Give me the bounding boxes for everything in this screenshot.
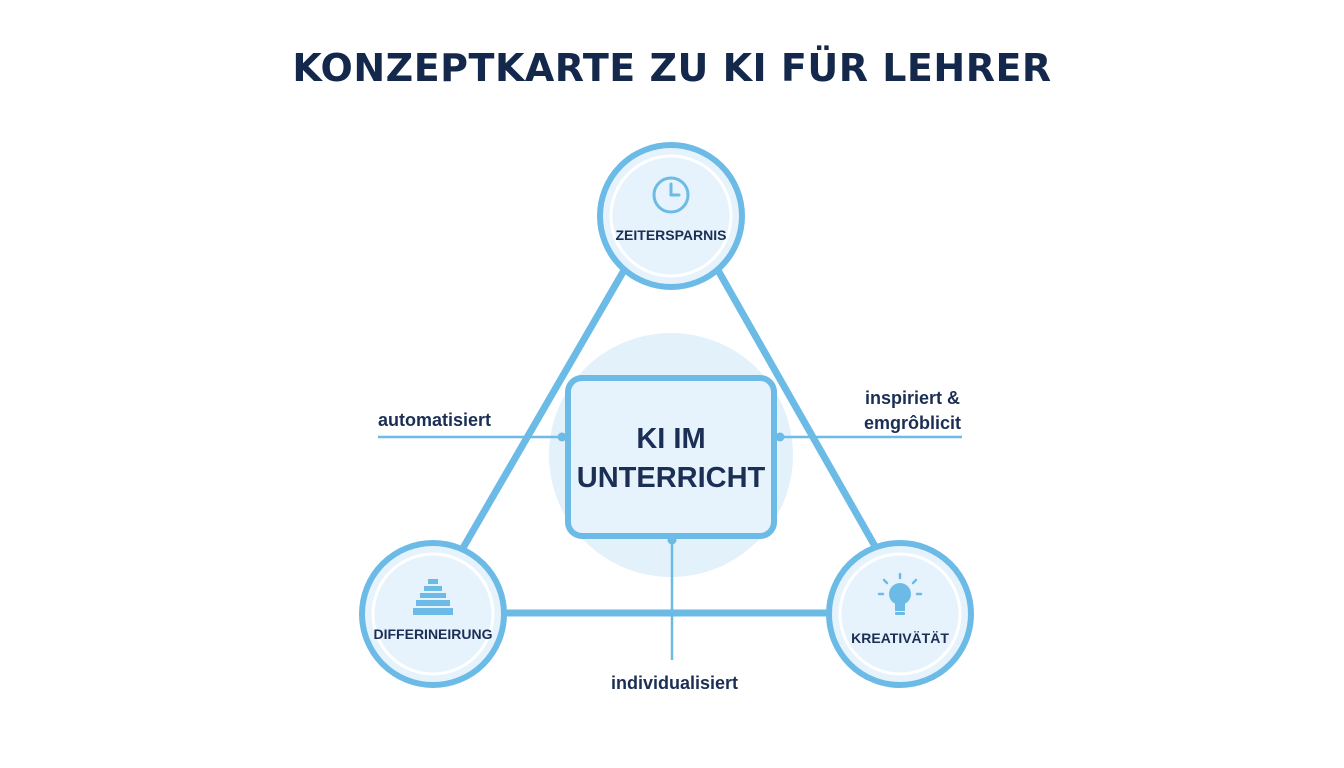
pyramid-icon xyxy=(413,579,453,615)
edge-label-inspiriert-line1: inspiriert & xyxy=(864,388,960,408)
page-title: KONZEPTKARTE ZU KI FÜR LEHRER xyxy=(292,46,1052,90)
center-label-line2: UNTERRICHT xyxy=(576,462,766,494)
clock-icon xyxy=(652,176,690,214)
connector-left-dot xyxy=(557,432,567,442)
center-label-line1: KI IM xyxy=(636,423,706,455)
node-differineirung xyxy=(359,540,507,688)
edge-top-to-left xyxy=(459,268,627,552)
edge-label-inspiriert-line2: emgrôblicit xyxy=(864,413,962,433)
connector-right-dot xyxy=(775,432,785,442)
node-label-kreativaetaet: KREATIVÄTÄT xyxy=(851,630,949,646)
node-label-zeitersparnis: ZEITERSPARNIS xyxy=(615,227,727,243)
edge-top-to-right xyxy=(715,268,880,552)
node-kreativaetaet xyxy=(826,540,974,688)
center-label: KI IM UNTERRICHT xyxy=(570,420,772,498)
edge-label-automatisiert: automatisiert xyxy=(378,410,492,430)
center-box xyxy=(565,375,777,539)
lightbulb-icon xyxy=(877,572,923,615)
node-zeitersparnis xyxy=(597,142,745,290)
node-label-differineirung: DIFFERINEIRUNG xyxy=(373,626,493,642)
edge-label-individualisiert: individualisiert xyxy=(611,673,739,693)
edge-label-inspiriert: inspiriert & emgrôblicit xyxy=(864,386,962,436)
